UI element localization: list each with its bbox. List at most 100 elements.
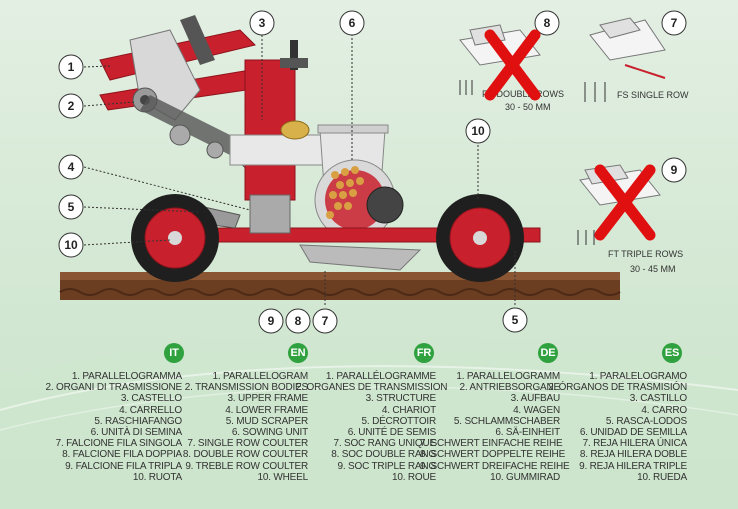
list-item: 4. LOWER FRAME [225,404,308,416]
list-item: 8. FALCIONE FILA DOPPIA [62,449,182,461]
list-item: 1. PARALELOGRAMO [589,371,687,382]
lang-badge-it: IT [164,343,184,363]
parallelogram [99,29,261,121]
list-item: 7. SINGLE ROW COULTER [187,438,308,450]
svg-text:9: 9 [268,314,275,328]
rear-wheel [436,194,524,282]
list-item: 9. SOC TRIPLE RANG [337,460,437,472]
list-item: 3. UPPER FRAME [227,393,308,405]
list-item: 8. REJA HILERA DOBLE [579,449,687,461]
callout-10b: 10 [465,118,491,144]
soil-strip [59,272,621,300]
legend-list: 1. PARALLELOGRAMMA 2. ORGANI DI TRASMISS… [42,345,182,483]
svg-text:FD DOUBLE ROWS: FD DOUBLE ROWS [482,89,564,99]
upper-frame [180,15,326,201]
list-item: 5. SCHLAMMSCHABER [453,415,560,427]
list-item: 2. ORGANES DE TRANSMISSION [296,382,448,394]
list-item: 10. WHEEL [257,471,309,483]
list-item: 3. CASTILLO [629,393,687,405]
legend-es: ES 1. PARALELOGRAMO 2. ÓRGANOS DE TRASMI… [547,343,687,483]
list-item: 8. SCHWERT DOPPELTE REIHE [420,449,566,461]
callout-1: 1 [58,54,84,80]
callout-6: 6 [339,10,365,36]
callout-9b: 9 [258,308,284,334]
list-item: 3. STRUCTURE [365,393,437,405]
cross-mark [484,29,541,101]
inset-triple-rows: 9 FT TRIPLE ROWS 30 - 45 MM [577,157,687,274]
svg-text:7: 7 [671,16,678,30]
svg-text:10: 10 [64,238,78,252]
list-item: 10. GUMMIRAD [490,471,560,483]
list-item: 3. CASTELLO [120,393,182,405]
list-item: 6. UNITÀ DI SEMINA [90,427,183,439]
list-item: 6. UNITÉ DE SEMIS [347,427,436,439]
list-item: 4. CHARIOT [381,404,436,416]
list-item: 10. RUEDA [637,471,687,483]
list-item: 4. CARRO [641,404,687,416]
callout-8b: 8 [285,308,311,334]
legend-list: 1. PARALLELOGRAM 2. TRANSMISSION BODIES … [168,345,308,483]
svg-text:3: 3 [259,16,266,30]
list-item: 1. PARALLELOGRAMM [456,371,560,382]
list-item: 9. REJA HILERA TRIPLE [579,460,687,472]
front-wheel [131,194,219,282]
list-item: 2. ÓRGANOS DE TRASMISIÓN [548,382,687,394]
svg-text:1: 1 [68,60,75,74]
list-item: 9. FALCIONE FILA TRIPLA [65,460,182,472]
legend-de: DE 1. PARALLELOGRAMM 2. ANTRIEBSORGANE 3… [420,343,570,483]
list-item: 5. MUD SCRAPER [225,415,308,427]
callout-3: 3 [249,10,275,36]
svg-text:7: 7 [322,314,329,328]
sowing-unit [314,124,404,241]
svg-text:FS SINGLE ROW: FS SINGLE ROW [617,90,689,100]
svg-text:4: 4 [68,160,75,174]
cross-mark [594,164,656,241]
lang-badge-de: DE [538,343,558,363]
callout-10: 10 [58,232,84,258]
svg-text:8: 8 [544,16,551,30]
list-item: 7. SCHWERT EINFACHE REIHE [420,438,563,450]
svg-text:FT TRIPLE ROWS: FT TRIPLE ROWS [608,249,683,259]
list-item: 4. WAGEN [513,404,560,416]
background-swoosh [0,336,738,509]
list-item: 8. DOUBLE ROW COULTER [182,449,308,461]
svg-text:8: 8 [295,314,302,328]
leader-lines [83,34,516,305]
list-item: 9. TREBLE ROW COULTER [185,460,308,472]
lang-badge-en: EN [288,343,308,363]
lang-badge-fr: FR [414,343,434,363]
inset-single-row: 7 FS SINGLE ROW [584,10,689,102]
list-item: 6. SOWING UNIT [231,427,308,439]
list-item: 6. UNIDAD DE SEMILLA [579,427,687,439]
lang-badge-es: ES [662,343,682,363]
svg-text:5: 5 [512,313,519,327]
callout-7 [661,10,687,36]
list-item: 7. SOC RANG UNIQUE [333,438,436,450]
callout-2: 2 [58,93,84,119]
callout-5b: 5 [502,307,528,333]
legend-list: 1. PARALLÉLOGRAMME 2. ORGANES DE TRANSMI… [296,345,448,483]
list-item: 7. REJA HILERA ÚNICA [582,438,688,450]
list-item: 6. SÄ-EINHEIT [495,427,560,439]
legend-fr: FR 1. PARALLÉLOGRAMME 2. ORGANES DE TRAN… [296,343,448,483]
svg-text:30 - 45 MM: 30 - 45 MM [630,264,676,274]
legend-list: 1. PARALLELOGRAMM 2. ANTRIEBSORGANE 3. A… [420,345,570,483]
list-item: 4. CARRELLO [119,404,182,416]
list-item: 1. PARALLÉLOGRAMME [325,371,436,382]
legend-list: 1. PARALELOGRAMO 2. ÓRGANOS DE TRASMISIÓ… [547,345,687,483]
callout-7b: 7 [312,308,338,334]
list-item: 5. RASCA-LODOS [605,415,687,427]
svg-text:30 - 50 MM: 30 - 50 MM [505,102,551,112]
list-item: 2. ANTRIEBSORGANE [459,382,560,394]
svg-text:9: 9 [671,163,678,177]
list-item: 5. RASCHIAFANGO [94,415,182,427]
list-item: 8. SOC DOUBLE RANG [331,449,436,461]
callout-9 [661,157,687,183]
list-item: 10. RUOTA [132,471,182,483]
list-item: 1. PARALLELOGRAM [212,371,308,382]
list-item: 2. TRANSMISSION BODIES [184,382,308,394]
callout-5: 5 [58,194,84,220]
inset-double-rows: 8 FD DOUBLE ROWS 30 - 50 MM [459,10,564,112]
callout-4: 4 [58,154,84,180]
svg-text:10: 10 [471,124,485,138]
